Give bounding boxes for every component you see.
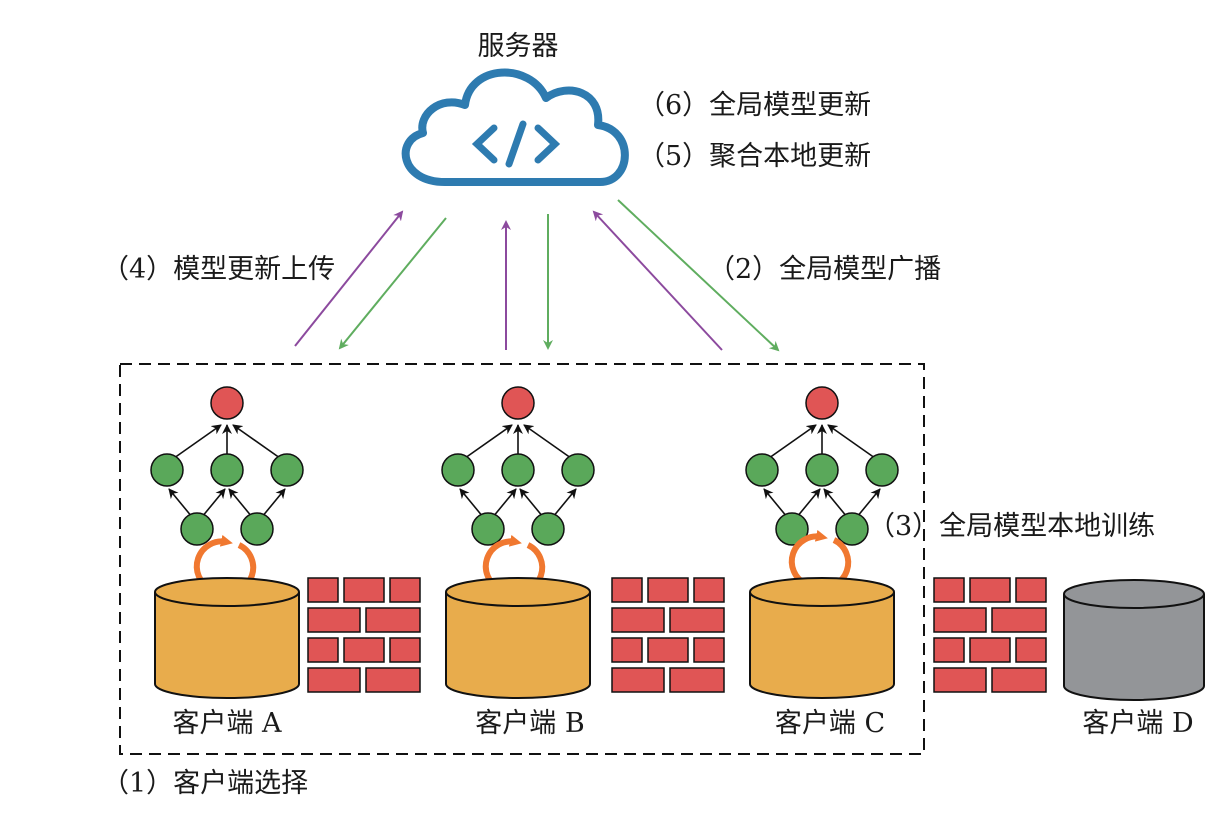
upload-arrow-c (592, 210, 723, 351)
client-a-label: 客户端 A (172, 708, 282, 739)
client-b-neural-network (442, 387, 594, 545)
step-aggregate-label: （5）聚合本地更新 (638, 141, 871, 172)
step-local-training-label: （3）全局模型本地训练 (868, 511, 1155, 542)
broadcast-arrow-c (617, 199, 780, 352)
client-a-database-icon (154, 577, 300, 699)
client-c-database-icon (749, 577, 895, 699)
firewall-ab-icon (307, 577, 421, 693)
step-broadcast-label: （2）全局模型广播 (708, 254, 941, 285)
client-d-label: 客户端 D (1082, 708, 1193, 739)
step-global-update-label: （6）全局模型更新 (638, 90, 871, 121)
step-client-selection-label: （1）客户端选择 (102, 768, 308, 799)
broadcast-arrow-a (338, 217, 447, 350)
server-title: 服务器 (478, 31, 559, 62)
upload-arrow-a (294, 210, 404, 347)
client-a-neural-network (151, 387, 303, 545)
firewall-bc-icon (611, 577, 725, 693)
firewall-cd-icon (933, 577, 1047, 693)
client-c-label: 客户端 C (775, 708, 885, 739)
client-d-database-icon (1063, 579, 1205, 701)
code-icon (471, 120, 561, 168)
server-cloud (401, 68, 629, 186)
client-selection-box (119, 363, 925, 755)
client-b-database-icon (445, 577, 591, 699)
step-upload-label: （4）模型更新上传 (102, 254, 335, 285)
client-b-label: 客户端 B (475, 708, 584, 739)
